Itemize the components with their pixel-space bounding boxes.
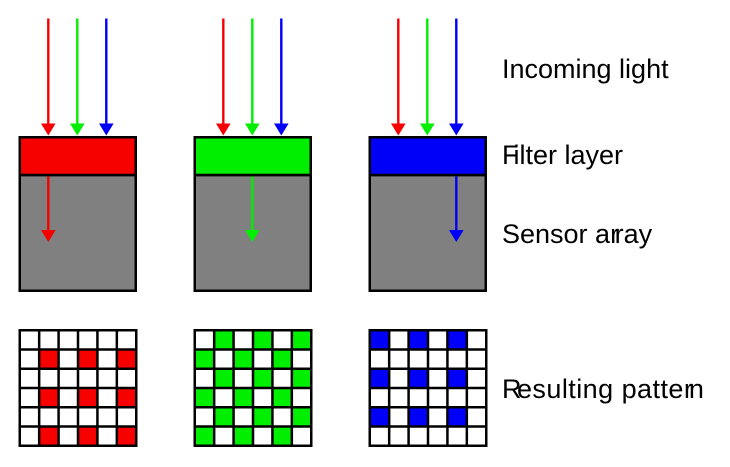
svg-text:Incoming light: Incoming light — [502, 54, 669, 84]
svg-text:Resulting pattern: Resulting pattern — [502, 374, 704, 404]
svg-text:Sensor array: Sensor array — [502, 219, 653, 249]
svg-text:Filter layer: Filter layer — [502, 140, 623, 170]
